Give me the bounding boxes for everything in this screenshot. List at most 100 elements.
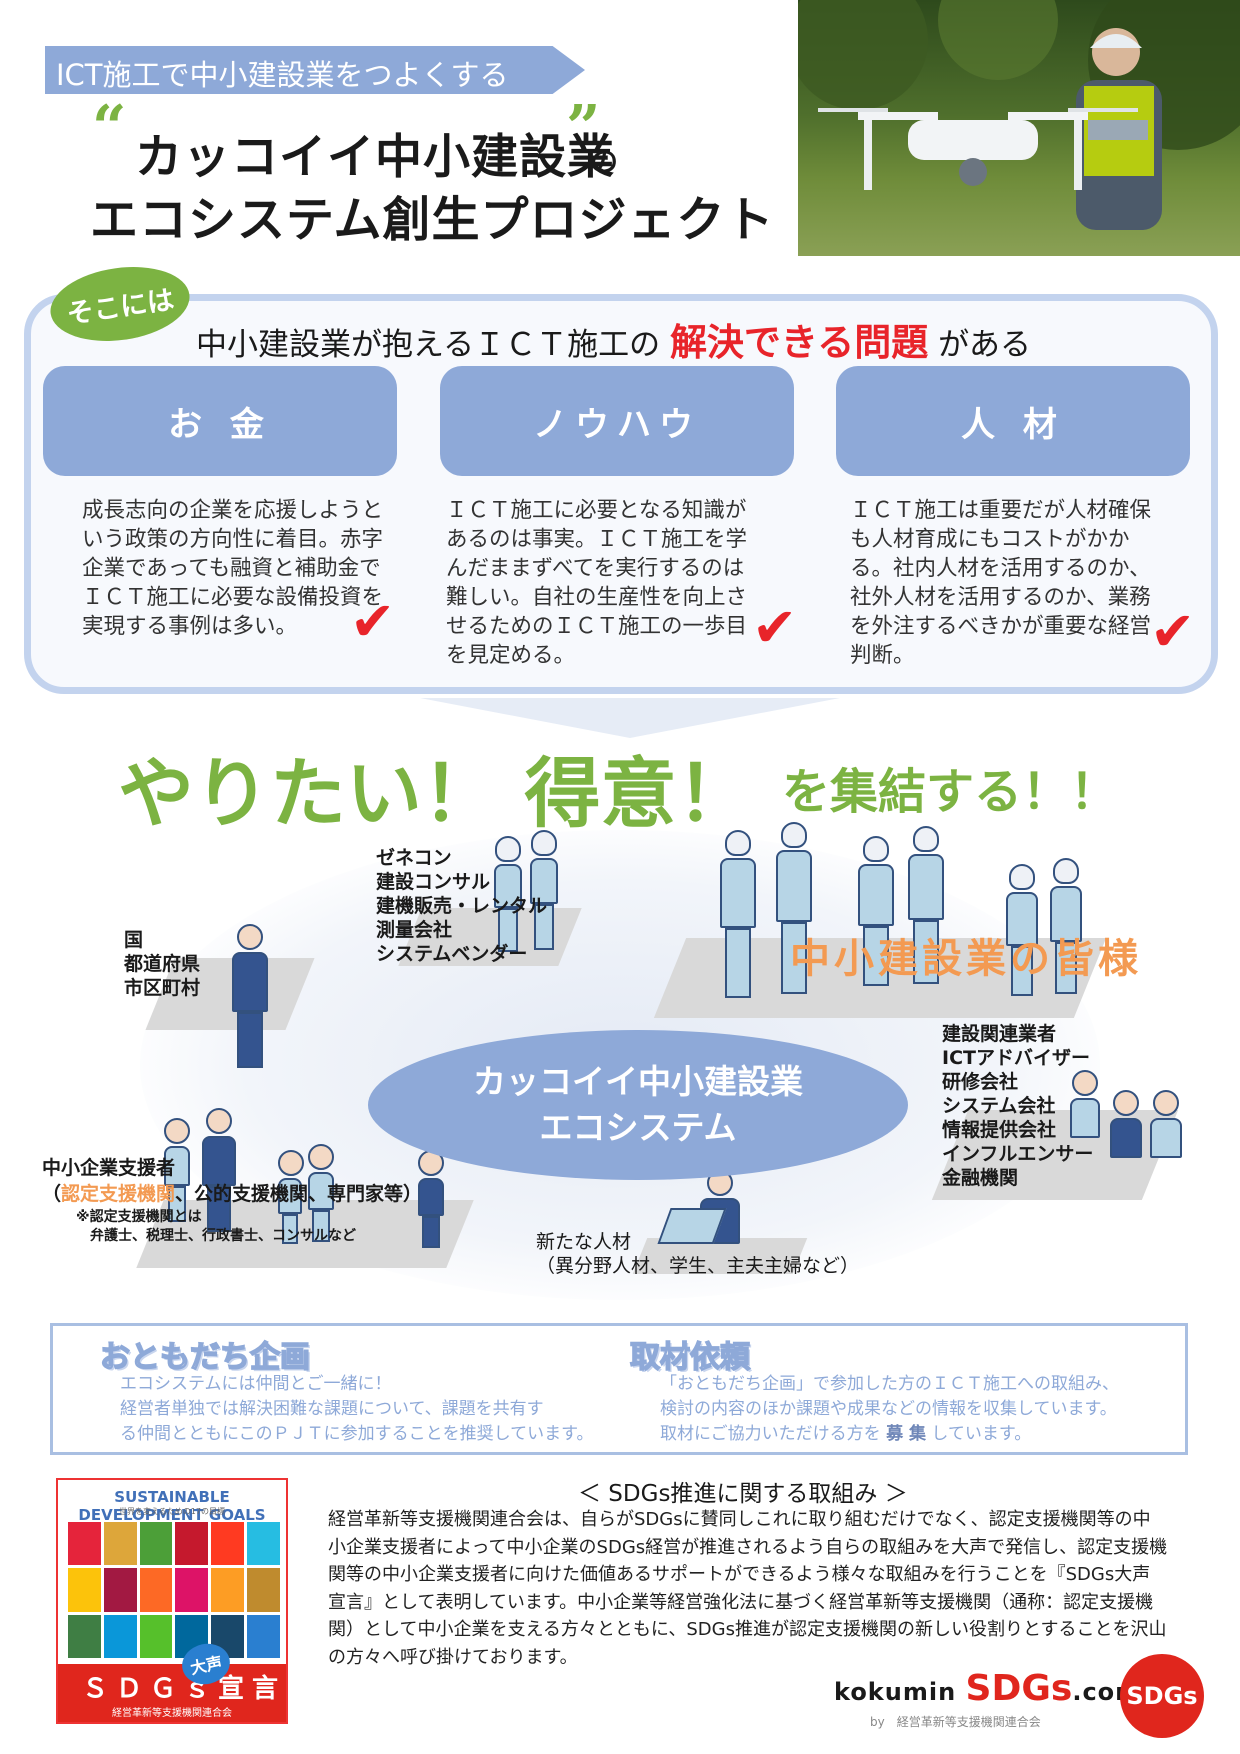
- general-line: ゼネコン: [376, 847, 452, 869]
- supporter-figure: [308, 1144, 334, 1242]
- business-figure: [1110, 1090, 1142, 1158]
- tagline: ICT施工で中小建設業をつよくする: [56, 58, 509, 92]
- drone-photo-illustration: [798, 0, 1240, 230]
- worker-figure: [1050, 858, 1082, 994]
- problem-heading-highlight: 解決できる問題: [669, 321, 929, 364]
- related-line: 情報提供会社: [942, 1119, 1057, 1141]
- related-line: インフルエンサー: [942, 1143, 1094, 1165]
- interview-line3: 取材にご協力いただける方を 募 集 しています。: [660, 1422, 1119, 1447]
- support-rest: 、公的支援機関、専門家等）: [175, 1183, 423, 1205]
- drone-photo: [798, 0, 1240, 256]
- ecosystem-center: カッコイイ中小建設業 エコシステム: [368, 1030, 908, 1180]
- friends-text: エコシステムには仲間とご一緒に！ 経営者単独では解決困難な課題について、課題を共…: [120, 1372, 593, 1447]
- friends-line: 経営者単独では解決困難な課題について、課題を共有す: [120, 1399, 544, 1419]
- interview-title: 取材依頼: [629, 1339, 751, 1376]
- related-label: 建設関連業者 ICTアドバイザー 研修会社 システム会社 情報提供会社 インフル…: [942, 1022, 1093, 1190]
- related-line: 金融機関: [942, 1167, 1019, 1189]
- sdgs-goal-tile: [68, 1614, 101, 1658]
- category-talent-text: ＩＣＴ施工は重要だが人材確保も人材育成にもコストがかかる。社内人材を活用するのか…: [850, 498, 1152, 668]
- sdgs-org-name: 経営革新等支援機関連合会: [112, 1708, 232, 1719]
- title-line1: カッコイイ中小建設業: [135, 130, 615, 185]
- worker-figure: [776, 822, 812, 994]
- gov-label: 国 都道府県 市区町村: [124, 928, 200, 1000]
- supporter-figure: [418, 1150, 444, 1248]
- support-label: 中小企業支援者 （認定支援機関、公的支援機関、専門家等）: [42, 1156, 422, 1206]
- title-particle: の: [590, 145, 619, 178]
- site-by: by 経営革新等支援機関連合会: [870, 1715, 1041, 1729]
- sdgs-goal-tile: [68, 1522, 101, 1566]
- gov-line: 国: [124, 929, 144, 951]
- general-label: ゼネコン 建設コンサル 建機販売・レンタル 測量会社 システムベンダー: [376, 846, 547, 966]
- general-line: 建機販売・レンタル: [376, 895, 548, 917]
- open-quote: “: [92, 93, 127, 163]
- interview-line: 「おともだち企画」で参加した方のＩＣＴ施工への取組み、: [660, 1374, 1119, 1394]
- official-figure: [232, 924, 268, 1068]
- sdgs-declaration-bar: ＳＤＧｓ宣言 大声 経営革新等支援機関連合会: [58, 1639, 286, 1722]
- sdgs-paragraph: 経営革新等支援機関連合会は、自らがSDGsに賛同しこれに取り組むだけでなく、認定…: [328, 1509, 1168, 1668]
- general-line: システムベンダー: [376, 943, 528, 965]
- friends-line: エコシステムには仲間とご一緒に！: [120, 1374, 392, 1394]
- interview-line3-bold: 募 集: [886, 1424, 926, 1444]
- sdgs-goal-tile: [103, 1568, 137, 1612]
- problem-heading-post: がある: [938, 327, 1032, 363]
- check-icon: ✔: [752, 596, 798, 659]
- category-money-text: 成長志向の企業を応援しようという政策の方向性に着目。赤字企業であっても融資と補助…: [82, 498, 384, 639]
- sdgs-goal-grid: [68, 1522, 280, 1658]
- new-talent-line2: （異分野人材、学生、主夫主婦など）: [536, 1255, 860, 1277]
- supporter-figure: [202, 1108, 236, 1232]
- smb-label: 中小建設業の皆様: [790, 936, 1142, 982]
- sdgs-goal-tile: [68, 1568, 101, 1612]
- check-icon: ✔: [350, 590, 396, 653]
- sdgs-goal-tile: [139, 1614, 173, 1658]
- sdgs-heading: ＜ SDGs推進に関する取組み ＞: [578, 1481, 908, 1507]
- sdgs-goal-tile: [103, 1614, 137, 1658]
- related-line: システム会社: [942, 1095, 1056, 1117]
- site-name: kokumin SDGs.com: [834, 1668, 1141, 1709]
- contractor-figure: [530, 830, 558, 950]
- category-talent: 人 材: [836, 366, 1190, 476]
- friends-interview-box: [50, 1323, 1188, 1455]
- sdgs-goal-tile: [139, 1568, 173, 1612]
- interview-line3-post: しています。: [931, 1424, 1032, 1444]
- ecosystem-center-line2: エコシステム: [539, 1108, 737, 1147]
- interview-line: 検討の内容のほか課題や成果などの情報を収集しています。: [660, 1399, 1117, 1419]
- support-note: ※認定支援機関とは 弁護士、税理士、行政書士、コンサルなど: [76, 1208, 356, 1246]
- sdgs-goal-tile: [175, 1568, 209, 1612]
- interview-text: 「おともだち企画」で参加した方のＩＣＴ施工への取組み、 検討の内容のほか課題や成…: [660, 1372, 1119, 1447]
- sdgs-goal-tile: [175, 1522, 209, 1566]
- new-talent-line1: 新たな人材: [536, 1231, 632, 1253]
- slogan-main: やりたい！ 得意！: [118, 749, 753, 838]
- general-line: 測量会社: [376, 919, 453, 941]
- category-knowhow: ノウハウ: [440, 366, 794, 476]
- support-open: （: [42, 1183, 62, 1205]
- site-name-pre: kokumin: [834, 1678, 957, 1706]
- sdgs-goal-tile: [247, 1568, 280, 1612]
- sdgs-goal-tile: [211, 1522, 245, 1566]
- gov-line: 都道府県: [124, 953, 201, 975]
- interview-line3-pre: 取材にご協力いただける方を: [660, 1424, 881, 1444]
- support-note-line1: ※認定支援機関とは: [76, 1209, 202, 1225]
- sdgs-declaration-logo: SUSTAINABLE DEVELOPMENT GOALS 世界を変えるための1…: [56, 1478, 288, 1724]
- sdgs-goal-tile: [247, 1522, 280, 1566]
- supporter-figure: [164, 1118, 190, 1222]
- sdgs-goal-tile: [139, 1522, 173, 1566]
- support-detail: （認定支援機関、公的支援機関、専門家等）: [42, 1182, 422, 1206]
- title-line2: エコシステム創生プロジェクト: [90, 192, 775, 248]
- worker-figure: [858, 836, 894, 986]
- worker-figure: [1006, 864, 1038, 996]
- related-line: ICTアドバイザー: [942, 1047, 1090, 1069]
- sdgs-goals-title: SUSTAINABLE DEVELOPMENT GOALS: [78, 1488, 266, 1524]
- worker-figure: [720, 830, 756, 998]
- sdgs-goal-tile: [103, 1522, 137, 1566]
- related-line: 研修会社: [942, 1071, 1019, 1093]
- problem-panel: [24, 294, 1218, 694]
- tagline-banner: [45, 46, 585, 94]
- site-name-mid: SDGs: [965, 1668, 1073, 1709]
- category-knowhow-text: ＩＣＴ施工に必要となる知識があるのは事実。ＩＣＴ施工を学んだままずべてを実行する…: [446, 498, 748, 668]
- supporter-figure: [278, 1150, 304, 1244]
- general-line: 建設コンサル: [376, 871, 491, 893]
- sdgs-goals-subtitle: 世界を変えるための17の目標: [119, 1507, 225, 1516]
- contractor-figure: [494, 836, 522, 952]
- friends-title: おともだち企画: [99, 1339, 311, 1376]
- business-figure: [1070, 1070, 1100, 1138]
